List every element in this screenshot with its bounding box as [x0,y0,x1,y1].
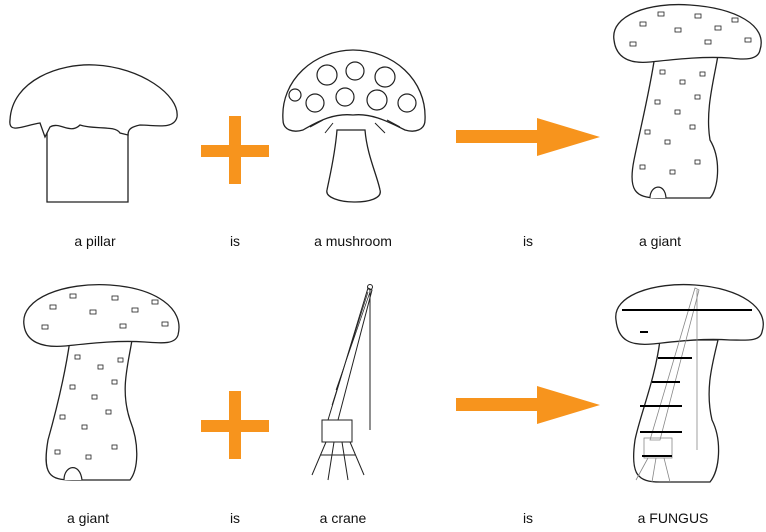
arrow-right-icon [456,386,600,424]
pillar-icon [9,64,178,203]
arrow-right-icon [456,118,600,156]
label-is-2: is [522,233,534,249]
label-a-pillar: a pillar [74,233,116,249]
crane-icon [311,284,373,481]
label-is-4: is [522,510,534,526]
fungus-crane-icon [615,283,764,483]
plus-icon [201,391,269,459]
spotted-mushroom-icon [282,49,426,203]
label-a-crane: a crane [319,510,367,526]
label-a-giant-2: a giant [66,510,110,526]
plus-icon [201,116,269,184]
label-a-fungus: a FUNGUS [637,510,709,526]
giant-mushroom-icon [23,283,180,481]
giant-mushroom-icon [613,3,762,199]
label-is-1: is [229,233,241,249]
label-is-3: is [229,510,241,526]
label-a-giant-1: a giant [638,233,682,249]
label-a-mushroom: a mushroom [314,233,392,249]
